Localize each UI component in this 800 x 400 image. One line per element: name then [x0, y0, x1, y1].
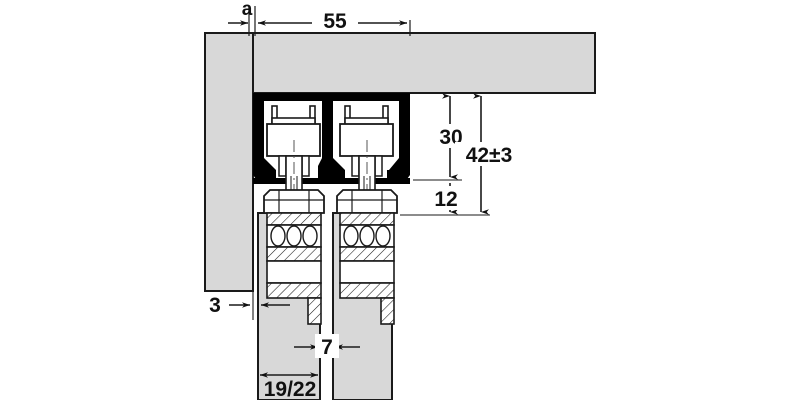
dimension-3: 3 [209, 291, 290, 320]
dimension-42: 42±3 [455, 93, 525, 215]
suspension-bracket-right [336, 189, 398, 325]
dimension-12-label: 12 [434, 188, 457, 211]
ceiling-panel [204, 32, 596, 94]
dimension-55: 55 [258, 10, 407, 33]
dimension-extension-lines-top [248, 6, 411, 36]
dimension-19-22: 19/22 [260, 372, 318, 400]
side-wall-panel [204, 32, 254, 292]
dimension-42-label: 42±3 [466, 144, 513, 167]
dimension-extension-lines-right [400, 92, 490, 216]
dimension-a: a [228, 0, 253, 26]
dimension-12: 12 [428, 183, 464, 215]
dimension-30: 30 [433, 93, 469, 180]
suspension-bracket-left [263, 189, 325, 325]
dimension-19-22-label: 19/22 [264, 378, 317, 400]
dimension-55-label: 55 [323, 10, 347, 33]
dimension-7-label: 7 [321, 336, 333, 359]
roller-carriage-left [266, 105, 321, 300]
dimension-a-label: a [242, 0, 253, 20]
dimension-7: 7 [294, 334, 360, 359]
dimension-3-label: 3 [209, 294, 221, 317]
